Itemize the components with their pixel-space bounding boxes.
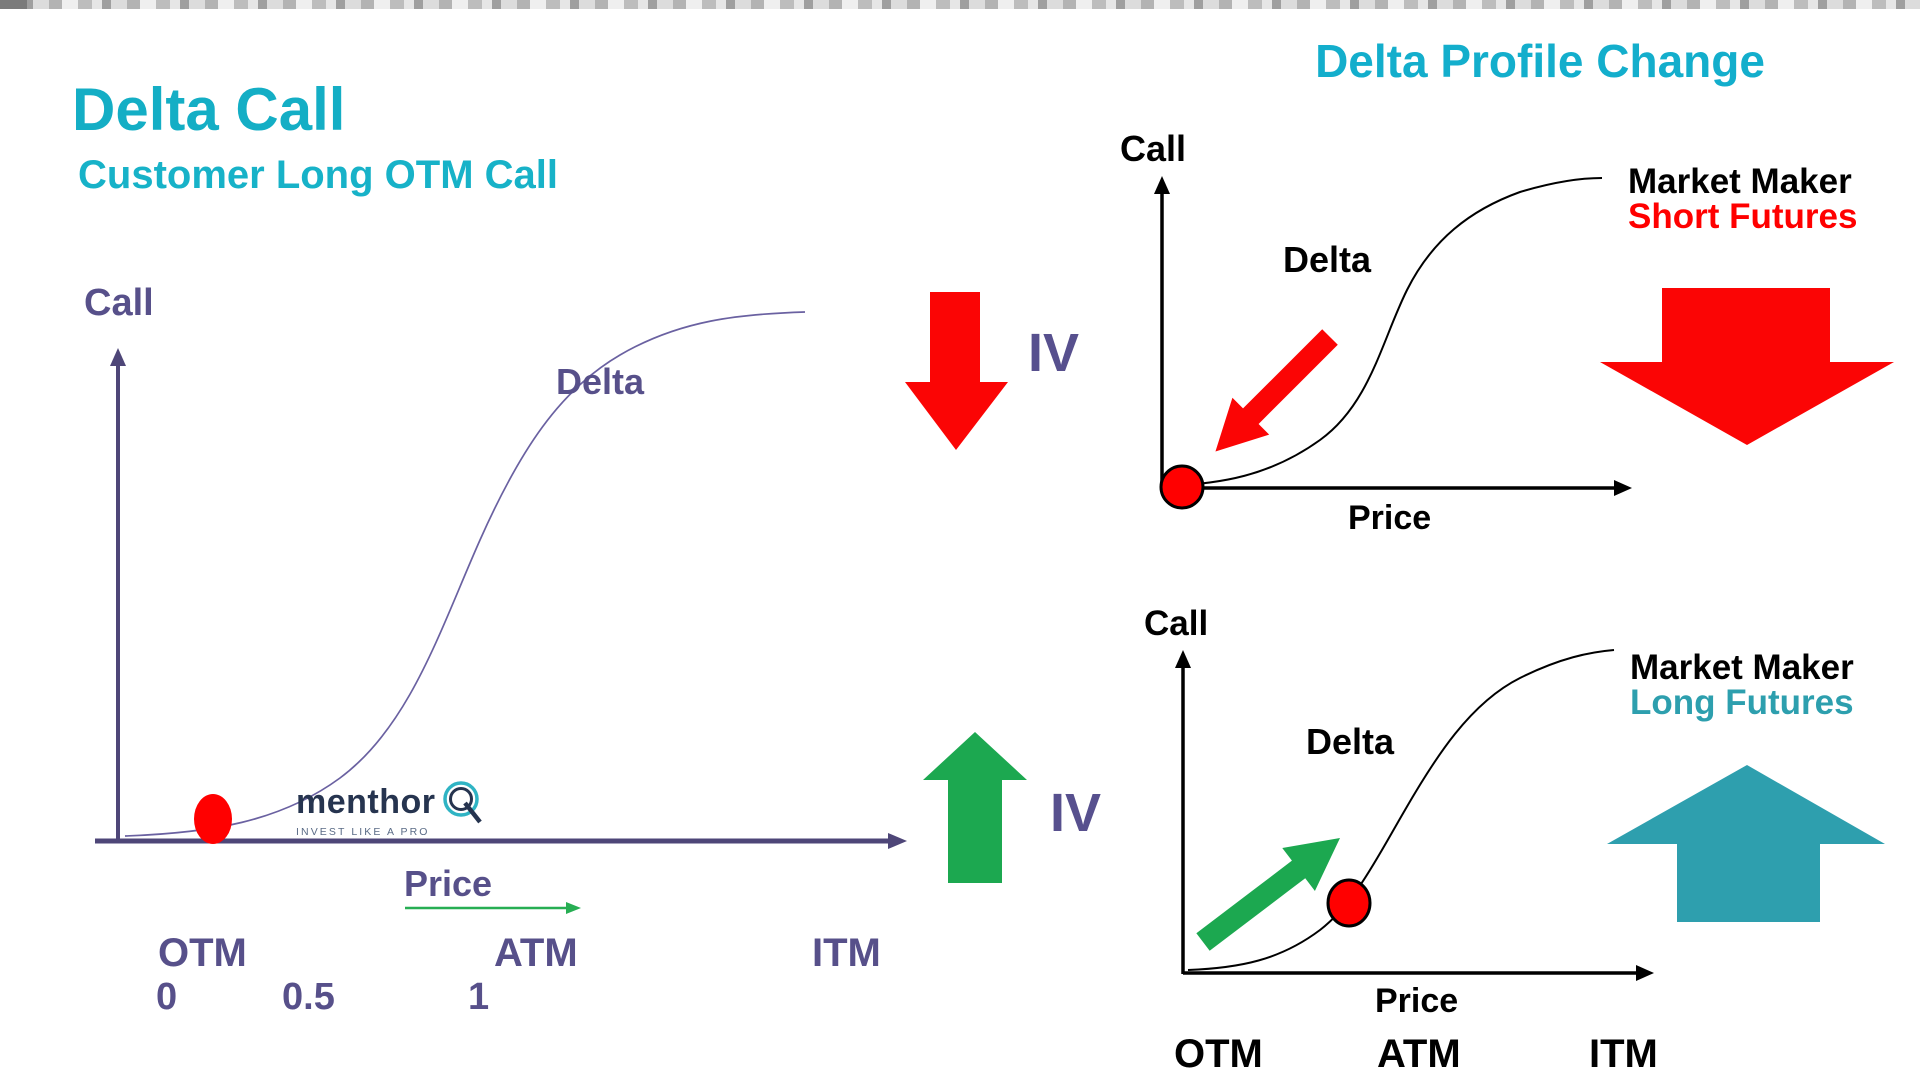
br-delta-curve	[1187, 649, 1615, 971]
left-x-axis-label: Price	[404, 863, 493, 904]
page-title: Delta Call	[72, 76, 346, 143]
logo-q-icon	[442, 781, 482, 824]
iv-down-label: IV	[1028, 323, 1080, 383]
left-delta-tick-1: 1	[468, 976, 490, 1018]
left-y-axis	[110, 348, 126, 843]
tr-annotation: Market Maker Short Futures	[1628, 164, 1857, 234]
left-tick-itm: ITM	[812, 931, 881, 975]
menthorq-logo: menthor INVEST LIKE A PRO	[296, 778, 482, 838]
left-y-axis-label: Call	[84, 282, 154, 324]
br-y-axis-label: Call	[1144, 604, 1209, 643]
tr-x-axis	[1162, 480, 1632, 496]
tr-x-axis-label: Price	[1348, 499, 1432, 537]
left-tick-otm: OTM	[158, 931, 247, 975]
market-maker-short-arrow	[1600, 288, 1894, 445]
br-tick-atm: ATM	[1377, 1032, 1461, 1076]
br-y-axis	[1175, 650, 1191, 974]
br-annotation-market-maker: Market Maker	[1630, 648, 1854, 687]
left-delta-tick-0: 0	[156, 976, 178, 1018]
br-annotation-long-futures: Long Futures	[1630, 683, 1854, 722]
br-red-dot	[1326, 878, 1372, 928]
tr-annotation-market-maker: Market Maker	[1628, 162, 1852, 201]
iv-up-label: IV	[1050, 783, 1102, 843]
br-x-axis-label: Price	[1375, 982, 1459, 1020]
logo-wordmark: menthor	[296, 783, 436, 821]
tr-annotation-short-futures: Short Futures	[1628, 197, 1858, 236]
tr-y-axis	[1154, 176, 1170, 490]
br-x-axis	[1183, 965, 1654, 981]
delta-profile-chart-iv-down	[1154, 176, 1632, 510]
page-subtitle: Customer Long OTM Call	[78, 153, 558, 197]
iv-up-arrow	[923, 732, 1027, 883]
left-delta-chart	[95, 311, 907, 914]
br-annotation: Market Maker Long Futures	[1630, 650, 1854, 720]
logo-tagline: INVEST LIKE A PRO	[296, 826, 430, 838]
iv-down-arrow	[905, 292, 1008, 450]
market-maker-long-arrow	[1607, 765, 1885, 922]
right-section-title: Delta Profile Change	[1315, 35, 1765, 87]
left-x-axis	[95, 833, 907, 849]
tr-red-trend-arrow	[1215, 329, 1338, 452]
br-tick-otm: OTM	[1174, 1032, 1263, 1076]
left-curve-label: Delta	[556, 361, 645, 402]
delta-profile-chart-iv-up	[1175, 649, 1654, 981]
left-tick-atm: ATM	[494, 931, 578, 975]
tr-curve-label: Delta	[1283, 239, 1372, 280]
price-direction-arrow	[405, 902, 581, 914]
top-strip-start-block	[0, 0, 27, 9]
tr-delta-curve	[1166, 177, 1603, 487]
tr-red-dot	[1159, 464, 1205, 510]
br-curve-label: Delta	[1306, 721, 1395, 762]
top-strip-decoration	[0, 0, 1920, 9]
left-delta-tick-05: 0.5	[282, 976, 335, 1018]
left-delta-curve	[124, 311, 806, 837]
br-tick-itm: ITM	[1589, 1032, 1658, 1076]
left-red-dot	[194, 794, 232, 844]
tr-y-axis-label: Call	[1120, 128, 1187, 169]
br-green-trend-arrow	[1196, 838, 1341, 951]
